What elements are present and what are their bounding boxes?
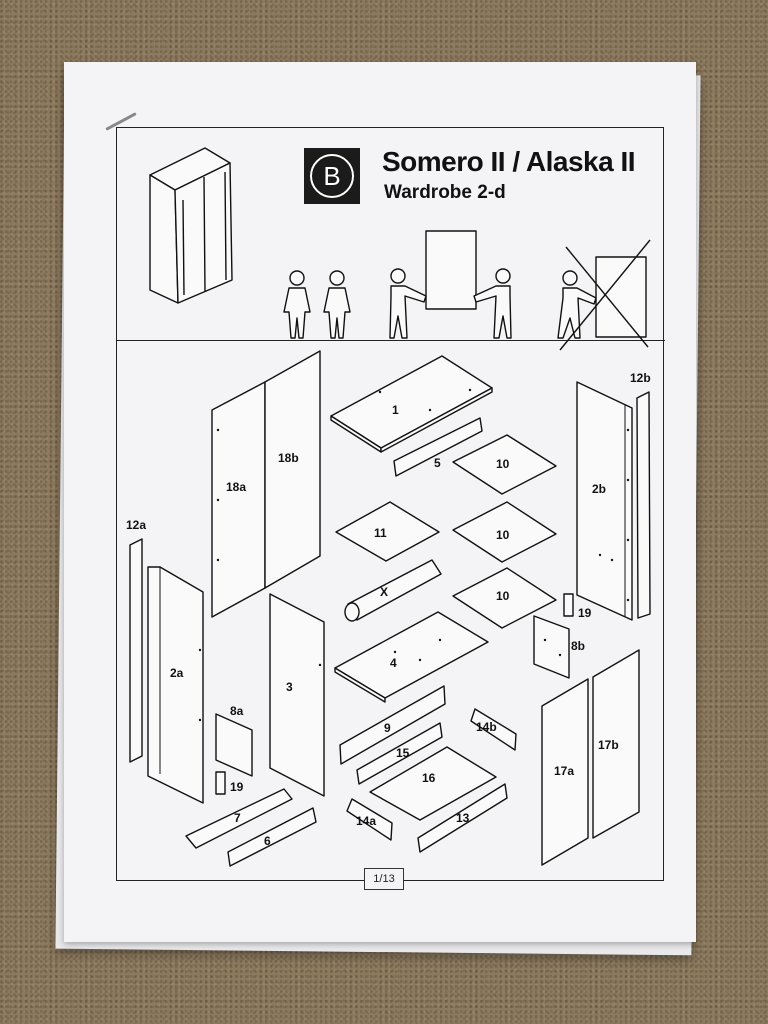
part-12a <box>129 538 143 763</box>
logo-letter: B <box>310 154 354 198</box>
part-18a <box>211 381 266 618</box>
part-19-b <box>563 593 574 617</box>
label-part-15: 15 <box>396 746 410 760</box>
product-title: Somero II / Alaska II <box>382 146 636 177</box>
part-8a <box>215 713 253 777</box>
label-part-12a: 12a <box>126 518 146 532</box>
label-part-10-a: 10 <box>496 457 510 471</box>
part-17a <box>541 678 589 866</box>
label-part-14b: 14b <box>476 720 497 734</box>
part-18b <box>264 350 321 589</box>
part-10-b <box>452 501 557 563</box>
label-part-6: 6 <box>264 834 271 848</box>
part-5 <box>393 417 483 477</box>
label-part-5: 5 <box>434 456 441 470</box>
label-part-11: 11 <box>374 526 387 540</box>
part-13 <box>417 783 508 853</box>
product-subtitle: Wardrobe 2-d <box>384 182 506 203</box>
letter-b-badge-icon: B <box>304 148 360 204</box>
label-part-17b: 17b <box>598 738 619 752</box>
part-1 <box>330 355 493 453</box>
part-2a <box>147 566 204 804</box>
part-10-c <box>452 567 557 629</box>
label-part-12b: 12b <box>630 371 651 385</box>
label-part-x: X <box>380 585 388 599</box>
part-4 <box>334 611 489 703</box>
part-9 <box>339 685 446 765</box>
label-part-13: 13 <box>456 811 470 825</box>
label-part-2a: 2a <box>170 666 184 680</box>
part-15 <box>356 722 443 785</box>
part-7 <box>185 788 293 849</box>
part-6 <box>227 807 317 867</box>
single-person-prohibited-icon <box>557 239 651 351</box>
part-10-a <box>452 434 557 495</box>
label-part-4: 4 <box>390 656 397 670</box>
part-8b <box>533 615 570 679</box>
page-number: 1/13 <box>364 868 404 890</box>
label-part-8b: 8b <box>571 639 585 653</box>
part-14a <box>346 798 393 841</box>
two-people-carry-panel-icon <box>389 230 512 339</box>
label-part-3: 3 <box>286 680 293 694</box>
part-12b <box>636 391 651 619</box>
part-2b <box>576 381 633 621</box>
header-divider <box>116 340 665 341</box>
part-19-a <box>215 771 226 795</box>
part-16 <box>369 746 497 821</box>
label-part-18b: 18b <box>278 451 299 465</box>
part-17b <box>592 649 640 839</box>
part-x <box>344 559 442 622</box>
label-part-19-a: 19 <box>230 780 244 794</box>
part-14b <box>470 708 517 751</box>
label-part-7: 7 <box>234 811 241 825</box>
label-part-10-b: 10 <box>496 528 510 542</box>
label-part-8a: 8a <box>230 704 244 718</box>
wardrobe-icon <box>149 147 233 304</box>
label-part-19-b: 19 <box>578 606 592 620</box>
part-11 <box>335 501 440 562</box>
label-part-9: 9 <box>384 721 391 735</box>
label-part-2b: 2b <box>592 482 606 496</box>
label-part-1: 1 <box>392 403 399 417</box>
two-people-icon <box>283 270 351 339</box>
label-part-16: 16 <box>422 771 436 785</box>
label-part-17a: 17a <box>554 764 574 778</box>
label-part-18a: 18a <box>226 480 246 494</box>
part-3 <box>269 593 325 797</box>
label-part-10-c: 10 <box>496 589 510 603</box>
label-part-14a: 14a <box>356 814 376 828</box>
